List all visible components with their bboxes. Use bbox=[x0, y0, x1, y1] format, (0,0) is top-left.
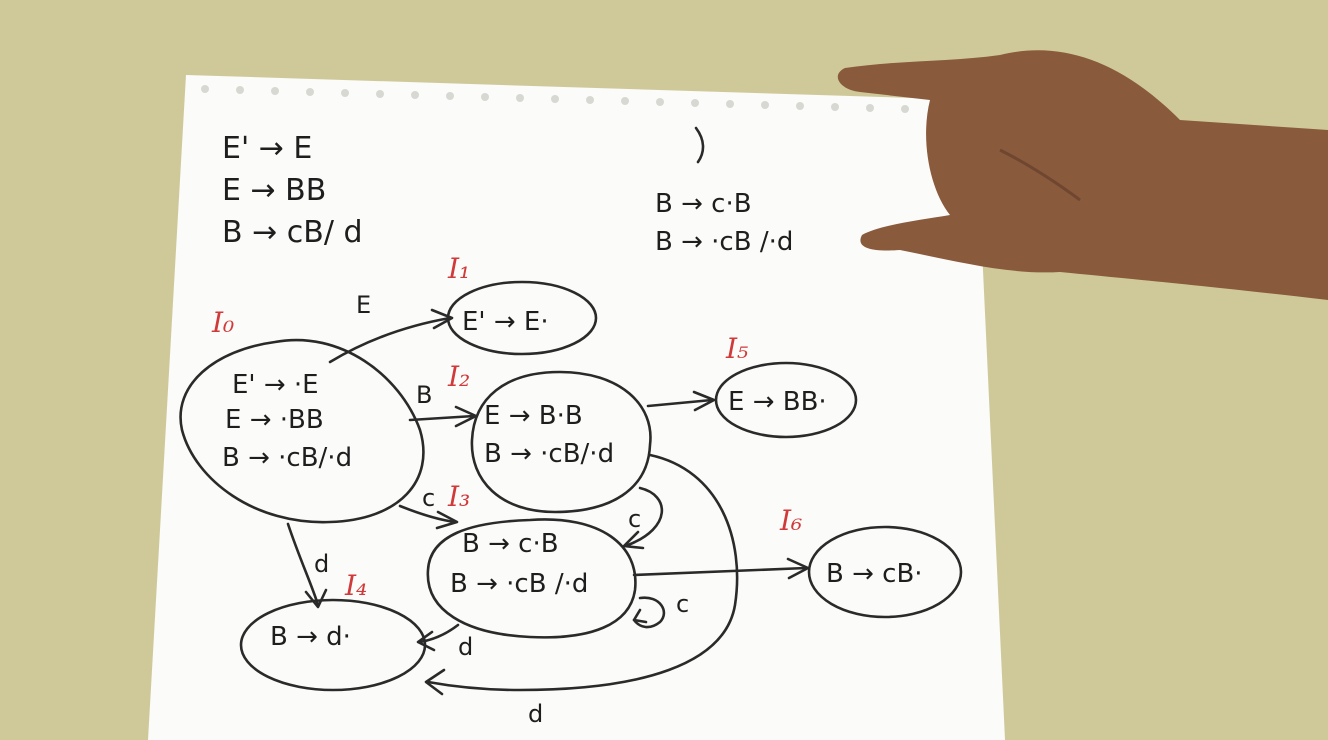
state-item: B → d· bbox=[270, 622, 351, 652]
grammar-rule: B → cB/ d bbox=[222, 215, 363, 250]
arrowhead bbox=[692, 390, 716, 412]
state-item: B → cB· bbox=[826, 559, 923, 589]
transition-label: c bbox=[628, 505, 641, 533]
arrow-i2-i3 bbox=[626, 486, 664, 547]
arrowhead bbox=[622, 530, 645, 550]
arrowhead bbox=[435, 510, 459, 530]
transition-label: c bbox=[676, 590, 689, 618]
state-i3: I₃ B → c·B B → ·cB /·d bbox=[426, 480, 637, 639]
state-item: B → ·cB /·d bbox=[450, 569, 588, 599]
state-item: B → c·B bbox=[462, 529, 559, 559]
hand-image bbox=[837, 50, 1328, 300]
grammar-rule: E' → E bbox=[222, 131, 312, 166]
transition-label: d bbox=[314, 550, 329, 578]
transition-label: d bbox=[458, 633, 473, 661]
grammar-rule: E → BB bbox=[222, 173, 326, 208]
state-item: E' → ·E bbox=[232, 370, 319, 400]
side-note: B → c·B B → ·cB /·d bbox=[655, 126, 793, 257]
arrow-i3-i4 bbox=[418, 623, 460, 644]
arrow-i2-i4 bbox=[426, 453, 739, 692]
state-i6: I₆ B → cB· bbox=[779, 504, 963, 619]
arrowhead bbox=[430, 308, 454, 330]
transitions: E B c d c c d d bbox=[286, 291, 810, 728]
arrowhead bbox=[304, 588, 328, 609]
transition-label: c bbox=[422, 484, 435, 512]
state-item: E → ·BB bbox=[225, 405, 324, 435]
state-i5: I₅ E → BB· bbox=[714, 332, 858, 439]
state-label-i0: I₀ bbox=[211, 306, 234, 339]
paper-holes bbox=[201, 85, 909, 113]
paren-mark bbox=[694, 126, 705, 164]
transition-label: E bbox=[356, 291, 371, 319]
state-label-i3: I₃ bbox=[447, 480, 470, 513]
arrowhead bbox=[786, 557, 810, 580]
arrow-i0-i2 bbox=[408, 414, 476, 422]
arrowhead bbox=[424, 668, 446, 696]
arrowhead bbox=[454, 405, 478, 428]
state-item: B → ·cB/·d bbox=[222, 443, 352, 473]
arrow-i2-i5 bbox=[646, 398, 714, 408]
note-line: B → ·cB /·d bbox=[655, 227, 793, 257]
state-label-i5: I₅ bbox=[725, 332, 748, 365]
transition-label: B bbox=[416, 381, 432, 409]
state-i2: I₂ E → B·B B → ·cB/·d bbox=[447, 360, 652, 514]
state-item: E' → E· bbox=[462, 307, 549, 337]
note-line: B → c·B bbox=[655, 189, 752, 219]
state-item: E → BB· bbox=[728, 387, 827, 417]
arrow-i0-i4 bbox=[286, 522, 320, 607]
state-item: B → ·cB/·d bbox=[484, 439, 614, 469]
arrowhead bbox=[632, 608, 648, 624]
arrow-i3-self bbox=[632, 596, 666, 629]
state-label-i2: I₂ bbox=[447, 360, 470, 393]
state-label-i4: I₄ bbox=[344, 569, 367, 602]
grammar-rules: E' → E E → BB B → cB/ d bbox=[222, 131, 363, 250]
transition-label: d bbox=[528, 700, 543, 728]
state-i1: I₁ E' → E· bbox=[446, 252, 598, 356]
arrowhead bbox=[416, 630, 436, 652]
state-i0: I₀ E' → ·E E → ·BB B → ·cB/·d bbox=[179, 306, 425, 524]
arrow-i0-i1 bbox=[328, 316, 452, 364]
arrow-i0-i3 bbox=[398, 504, 457, 524]
state-label-i6: I₆ bbox=[779, 504, 802, 537]
state-item: E → B·B bbox=[484, 401, 583, 431]
state-label-i1: I₁ bbox=[447, 252, 470, 285]
paper-sheet bbox=[148, 75, 1005, 740]
arrow-i3-i6 bbox=[632, 566, 808, 577]
